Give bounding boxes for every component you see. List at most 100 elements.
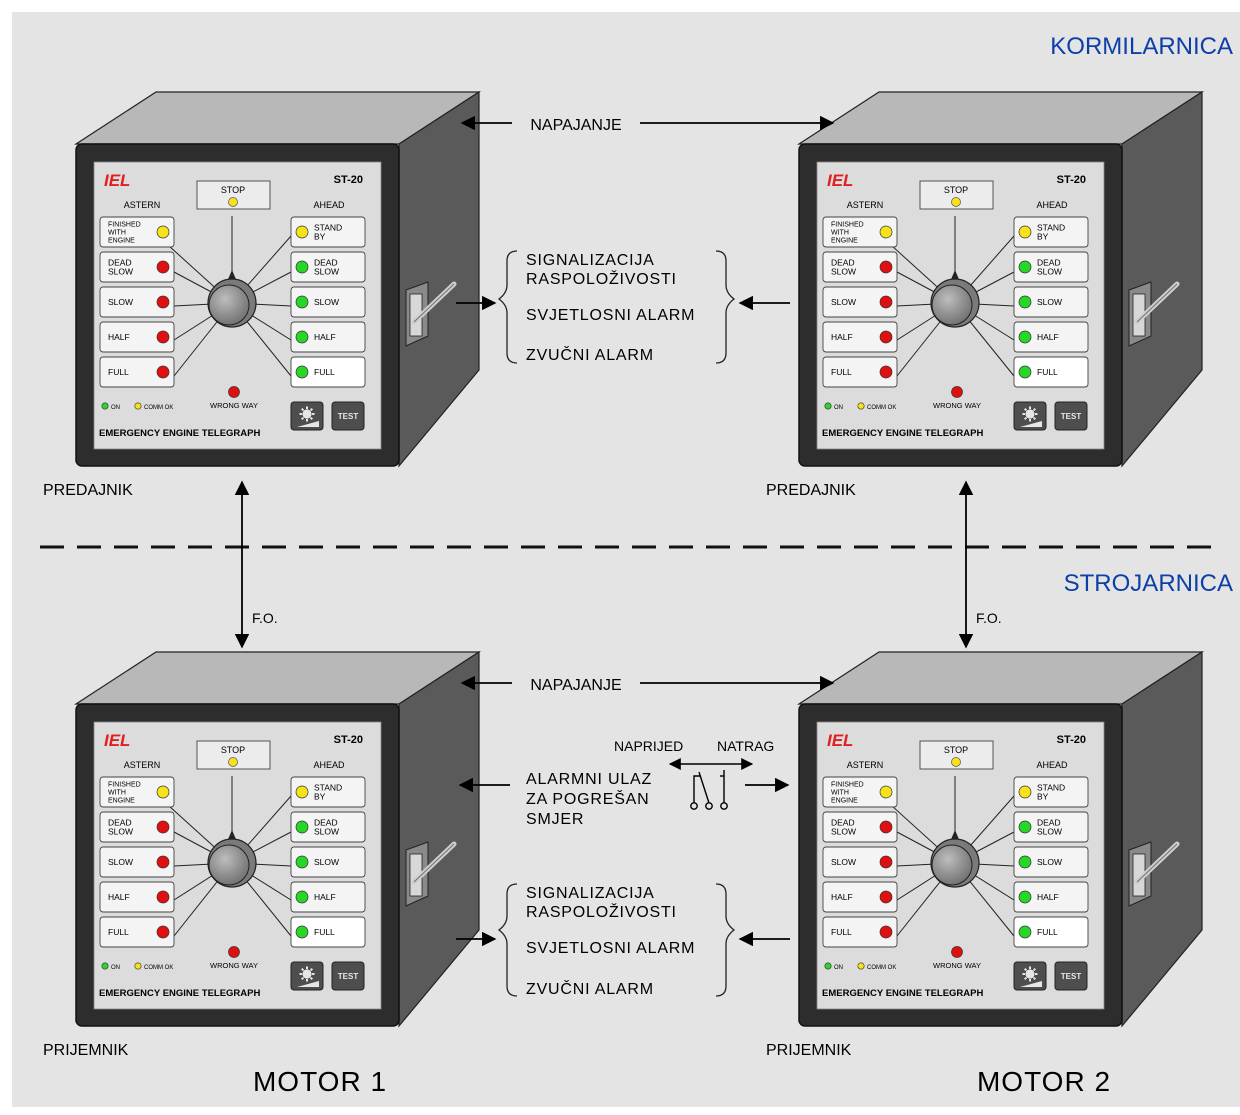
unit-caption: PRIJEMNIK <box>43 1042 129 1059</box>
footer-label: EMERGENCY ENGINE TELEGRAPH <box>99 988 260 999</box>
on-led <box>101 962 109 970</box>
ahead-button-label: STAND <box>1037 782 1065 792</box>
brightness-ramp-icon <box>1020 981 1042 987</box>
zone-title-top: KORMILARNICA <box>1050 33 1233 60</box>
ahead-led <box>295 890 309 904</box>
signal-block-bottom: SIGNALIZACIJA RASPOLOŽIVOSTI SVJETLOSNI … <box>456 883 790 998</box>
astern-button-label: FULL <box>831 927 852 937</box>
astern-button-label: SLOW <box>831 857 856 867</box>
ahead-led <box>1018 260 1032 274</box>
astern-button-label: ENGINE <box>108 237 135 244</box>
ahead-button[interactable]: HALF <box>290 321 366 353</box>
sound-alarm-label: ZVUČNI ALARM <box>526 345 654 364</box>
selector-knob[interactable] <box>931 844 973 886</box>
astern-button-label: HALF <box>831 332 853 342</box>
stop-button[interactable]: STOP <box>919 180 994 210</box>
stop-button[interactable]: STOP <box>196 180 271 210</box>
comm-label: COMM OK <box>144 405 173 411</box>
ahead-led <box>295 925 309 939</box>
ahead-button-label: SLOW <box>1037 826 1062 836</box>
comm-led <box>857 402 865 410</box>
selector-knob[interactable] <box>208 284 250 326</box>
test-label: TEST <box>338 412 359 421</box>
astern-button[interactable]: HALF <box>822 881 898 913</box>
astern-button-label: FINISHED <box>108 781 141 788</box>
astern-title: ASTERN <box>847 200 884 210</box>
ahead-button[interactable]: FULL <box>1013 916 1089 948</box>
unit-caption: PREDAJNIK <box>766 482 856 499</box>
wrong-way-led <box>951 946 963 958</box>
astern-button[interactable]: HALF <box>99 881 175 913</box>
stop-button[interactable]: STOP <box>919 740 994 770</box>
ahead-button[interactable]: SLOW <box>290 846 366 878</box>
wrong-way-label: WRONG WAY <box>933 401 981 410</box>
test-button[interactable]: TEST <box>331 961 365 991</box>
ahead-button[interactable]: HALF <box>290 881 366 913</box>
astern-button[interactable]: FULL <box>822 356 898 388</box>
power-link-bottom: NAPAJANJE <box>460 675 835 694</box>
ahead-button[interactable]: HALF <box>1013 881 1089 913</box>
ahead-button-label: HALF <box>314 892 336 902</box>
astern-led <box>879 855 893 869</box>
test-button[interactable]: TEST <box>331 401 365 431</box>
astern-button-label: DEAD <box>831 817 855 827</box>
astern-button[interactable]: HALF <box>822 321 898 353</box>
astern-button-label: FINISHED <box>831 781 864 788</box>
test-button[interactable]: TEST <box>1054 401 1088 431</box>
stop-led <box>228 197 238 207</box>
astern-led <box>879 890 893 904</box>
ahead-button[interactable]: FULL <box>290 356 366 388</box>
ahead-button[interactable]: SLOW <box>1013 286 1089 318</box>
wrong-direction-block: ALARMNI ULAZ ZA POGREŠAN SMJER NAPRIJED … <box>458 738 790 828</box>
ahead-button[interactable]: HALF <box>1013 321 1089 353</box>
settings-button[interactable] <box>1013 961 1047 991</box>
ahead-button[interactable]: SLOW <box>290 286 366 318</box>
astern-button[interactable]: SLOW <box>99 846 175 878</box>
astern-button[interactable]: SLOW <box>822 846 898 878</box>
ahead-button[interactable]: FULL <box>290 916 366 948</box>
astern-title: ASTERN <box>124 760 161 770</box>
selector-knob[interactable] <box>208 844 250 886</box>
ahead-button-label: HALF <box>1037 332 1059 342</box>
astern-button[interactable]: SLOW <box>822 286 898 318</box>
settings-button[interactable] <box>290 401 324 431</box>
forward-label: NAPRIJED <box>614 738 683 754</box>
astern-button-label: ENGINE <box>831 797 858 804</box>
astern-button[interactable]: HALF <box>99 321 175 353</box>
settings-button[interactable] <box>1013 401 1047 431</box>
astern-button[interactable]: FULL <box>99 916 175 948</box>
astern-button[interactable]: SLOW <box>99 286 175 318</box>
astern-led <box>879 365 893 379</box>
astern-button[interactable]: FULL <box>822 916 898 948</box>
ahead-led <box>295 295 309 309</box>
ahead-button[interactable]: SLOW <box>1013 846 1089 878</box>
ahead-button[interactable]: FULL <box>1013 356 1089 388</box>
stop-led <box>228 757 238 767</box>
stop-button[interactable]: STOP <box>196 740 271 770</box>
on-label: ON <box>834 965 843 971</box>
test-button[interactable]: TEST <box>1054 961 1088 991</box>
selector-knob[interactable] <box>931 284 973 326</box>
ahead-button-label: DEAD <box>1037 817 1061 827</box>
settings-button[interactable] <box>290 961 324 991</box>
unit-caption: PREDAJNIK <box>43 482 133 499</box>
astern-led <box>156 295 170 309</box>
astern-button[interactable]: FULL <box>99 356 175 388</box>
